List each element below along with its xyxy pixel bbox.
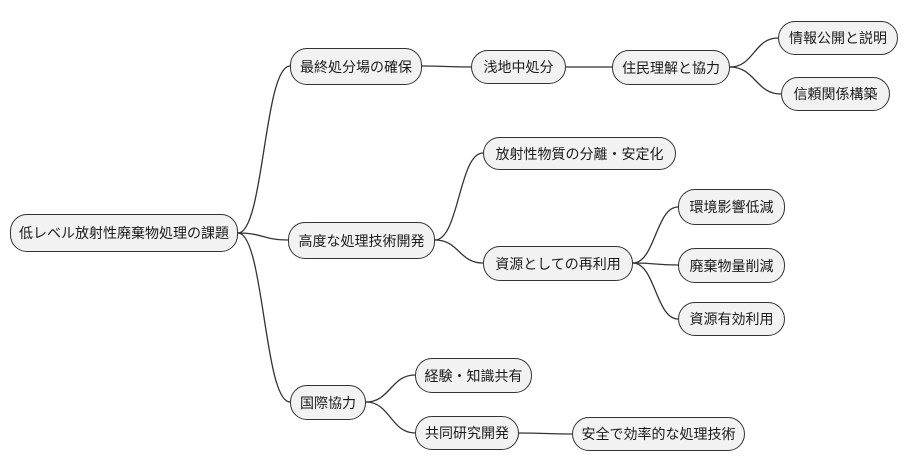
node-shallow-land-disposal[interactable]: 浅地中処分 <box>471 50 566 84</box>
edge-joint-research-to-safe-tech <box>518 432 573 435</box>
edge-root-to-international <box>237 232 291 403</box>
node-trust-building[interactable]: 信頼関係構築 <box>781 77 890 111</box>
node-information-disclosure[interactable]: 情報公開と説明 <box>778 21 898 55</box>
edge-reuse-to-env-impact <box>632 206 679 264</box>
node-root-low-level-waste-issues[interactable]: 低レベル放射性廃棄物処理の課題 <box>10 214 238 252</box>
edge-international-to-joint-research <box>365 401 416 434</box>
node-joint-research-development[interactable]: 共同研究開発 <box>415 416 519 450</box>
edge-root-to-final-disposal <box>237 65 291 234</box>
node-env-impact-reduction[interactable]: 環境影響低減 <box>678 189 785 225</box>
edge-advanced-to-reuse <box>434 239 484 264</box>
node-international-cooperation[interactable]: 国際協力 <box>290 385 366 420</box>
edge-resident-to-information <box>729 37 779 68</box>
node-waste-volume-reduction[interactable]: 廃棄物量削減 <box>678 248 785 283</box>
edge-international-to-experience <box>365 374 416 403</box>
node-resident-understanding[interactable]: 住民理解と協力 <box>612 50 730 85</box>
node-safe-efficient-treatment-tech[interactable]: 安全で効率的な処理技術 <box>572 417 745 451</box>
node-separation-stabilization[interactable]: 放射性物質の分離・安定化 <box>483 137 676 170</box>
edge-reuse-to-resource-use <box>632 262 679 320</box>
node-advanced-treatment-tech[interactable]: 高度な処理技術開発 <box>288 222 435 259</box>
edge-final-disposal-to-shallow <box>421 65 472 68</box>
edge-resident-to-trust <box>729 66 782 95</box>
edge-root-to-advanced-tech <box>237 232 289 241</box>
edge-advanced-to-separation <box>434 152 484 241</box>
edge-reuse-to-waste-volume <box>632 262 679 266</box>
node-experience-knowledge-sharing[interactable]: 経験・知識共有 <box>415 358 532 393</box>
node-final-disposal-site[interactable]: 最終処分場の確保 <box>290 48 422 85</box>
node-reuse-as-resource[interactable]: 資源としての再利用 <box>483 246 633 281</box>
node-resource-effective-use[interactable]: 資源有効利用 <box>678 302 785 336</box>
